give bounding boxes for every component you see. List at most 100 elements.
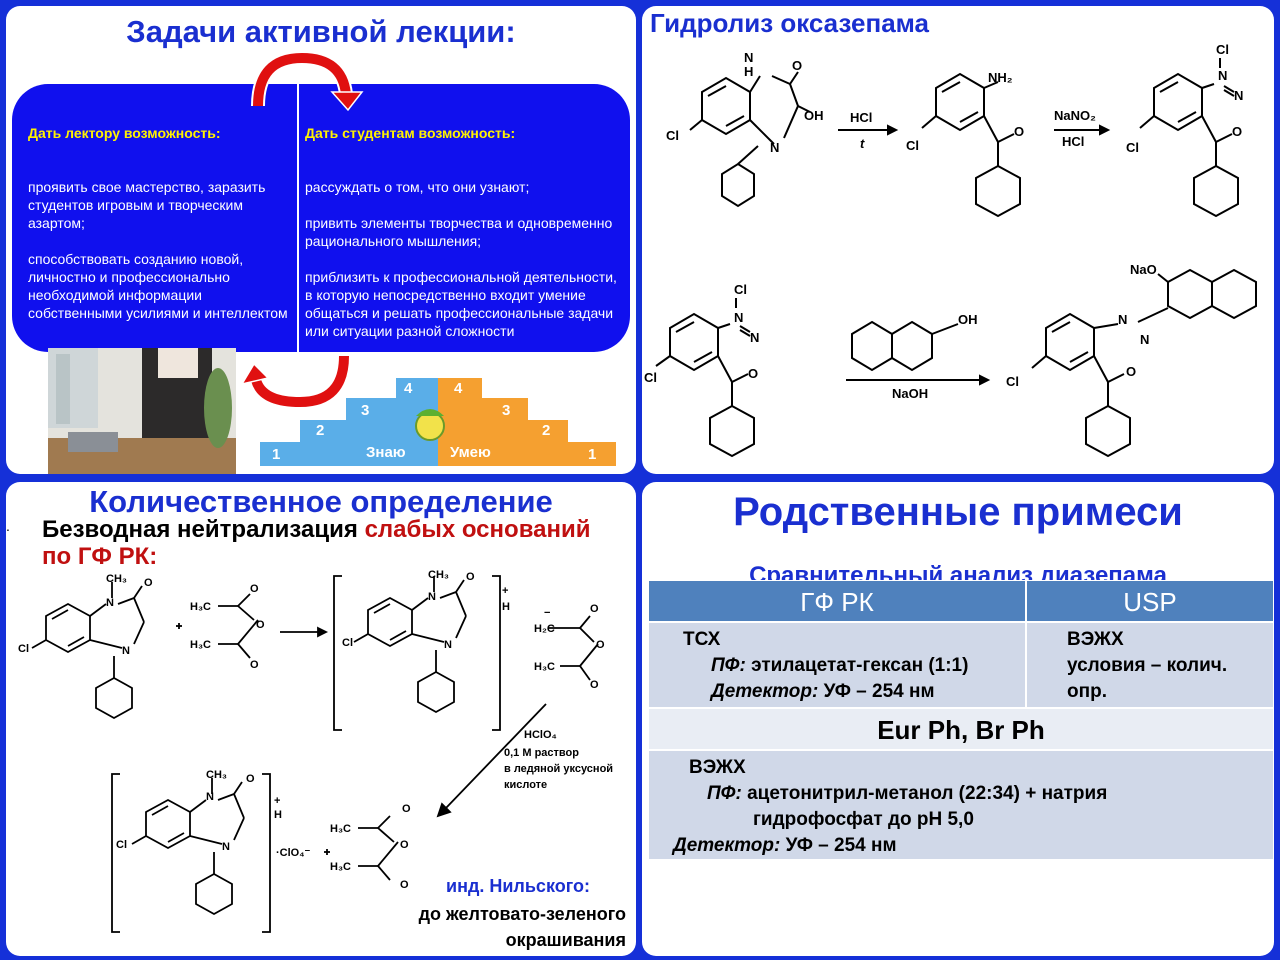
eur-pf-line: ПФ: ацетонитрил-метанол (22:34) + натрия [707, 783, 1107, 805]
col-usp-header: USP [1026, 580, 1274, 622]
plus-h-2: + [274, 795, 280, 807]
h-1: H [502, 601, 510, 613]
oxazepam-o: O [792, 58, 802, 73]
diazo2-n2: N [750, 330, 759, 345]
gf-pf-line: ПФ: этилацетат-гексан (1:1) [711, 655, 968, 677]
diazo-n2: N [1234, 88, 1243, 103]
reagent-line4: кислоте [504, 779, 547, 791]
o-2: O [250, 583, 259, 595]
oxazepam-n-label: N [744, 50, 753, 65]
gf-det-value: УФ – 254 нм [823, 681, 935, 702]
stairs-know-label: Знаю [366, 444, 406, 461]
bullet-dot: . [6, 518, 10, 534]
oxazepam-cl: Cl [666, 128, 679, 143]
nao-label: NaO [1130, 262, 1157, 277]
subtitle-red: слабых оснований по ГФ РК: [42, 516, 591, 570]
azo-n2: N [1140, 332, 1149, 347]
h-2: H [274, 809, 282, 821]
quantitative-title: Количественное определение [89, 484, 553, 519]
panel-active-lecture: Задачи активной лекции: Дать лектору воз… [6, 6, 636, 474]
indicator-label: инд. Нильского: [446, 876, 590, 896]
students-heading: Дать студентам возможность: [305, 125, 516, 141]
azo-n1: N [1118, 312, 1127, 327]
eur-cell: ВЭЖХ ПФ: ацетонитрил-метанол (22:34) + н… [648, 750, 1274, 860]
n-3: N [428, 591, 436, 603]
ch3-1: CH₃ [106, 573, 127, 585]
stair-left-2: 2 [316, 422, 325, 439]
gf-cell: ТСХ ПФ: этилацетат-гексан (1:1) Детектор… [648, 622, 1026, 708]
eur-header: Eur Ph, Br Ph [648, 708, 1274, 750]
reagent-line3: в ледяной уксусной [504, 763, 613, 775]
ketone-o-4: O [1126, 364, 1136, 379]
endpoint-label: до желтовато-зеленого окрашивания [418, 904, 626, 950]
o-3: O [256, 619, 265, 631]
o-4: O [250, 659, 259, 671]
tasks-box [12, 84, 630, 352]
eur-det-value: УФ – 254 нм [785, 835, 897, 856]
col-gf-header: ГФ РК [648, 580, 1026, 622]
o-8: O [590, 679, 599, 691]
naphthol-oh: OH [958, 312, 978, 327]
stair-right-3: 3 [502, 402, 511, 419]
h3c-3: H₃C [534, 661, 555, 673]
students-text: рассуждать о том, что они узнают; привит… [305, 179, 617, 339]
o-7: O [596, 639, 605, 651]
eur-det-line: Детектор: УФ – 254 нм [673, 835, 897, 857]
hcl2-label: HCl [1062, 134, 1084, 149]
stairs-can-label: Умею [450, 444, 491, 461]
gf-pf-label: ПФ: [711, 655, 746, 676]
panel-oxazepam-hydrolysis: Гидролиз оксазепама [642, 6, 1274, 474]
o-1: O [144, 577, 153, 589]
stair-left-3: 3 [361, 402, 370, 419]
titration-subtitle: Безводная нейтрализация слабых оснований… [42, 516, 602, 570]
ketone-o-2: O [1232, 124, 1242, 139]
o-10: O [402, 803, 411, 815]
ketone-o-1: O [1014, 124, 1024, 139]
diazo2-cl: Cl [734, 282, 747, 297]
stair-left-4: 4 [404, 380, 413, 397]
hcl-label: HCl [850, 110, 872, 125]
reagent-line1: HClO₄ [524, 729, 557, 741]
usp-cell: ВЭЖХ условия – колич. опр. [1026, 622, 1274, 708]
cl-1: Cl [18, 643, 29, 655]
usp-line2: условия – колич. [1067, 655, 1228, 676]
plus-h-1: + [502, 585, 508, 597]
nano2-label: NaNO₂ [1054, 108, 1096, 123]
stair-right-1: 1 [588, 446, 597, 463]
subtitle-black: Безводная нейтрализация [42, 516, 358, 543]
h2c: H₂C [534, 623, 555, 635]
o-9: O [246, 773, 255, 785]
o-5: O [466, 571, 475, 583]
eur-pf-label: ПФ: [707, 783, 742, 804]
gf-method: ТСХ [683, 629, 721, 650]
nh2-label: NH₂ [988, 70, 1013, 85]
h3c-2: H₃C [190, 639, 211, 651]
minus-1: − [544, 607, 550, 619]
eur-det-label: Детектор: [673, 835, 781, 856]
n-6: N [222, 841, 230, 853]
o-6: O [590, 603, 599, 615]
n-4: N [444, 639, 452, 651]
oxazepam-n2: N [770, 140, 779, 155]
tasks-divider [297, 84, 299, 352]
lecturer-text: проявить свое мастерство, заразить студе… [28, 179, 288, 321]
cl-label-5: Cl [1006, 374, 1019, 389]
diazo2-n1: N [734, 310, 743, 325]
ketone-o-3: O [748, 366, 758, 381]
o-11: O [400, 839, 409, 851]
o-12: O [400, 879, 409, 891]
n-5: N [206, 791, 214, 803]
students-column: Дать студентам возможность: рассуждать о… [305, 106, 623, 340]
cl-label-3: Cl [1126, 140, 1139, 155]
active-lecture-title: Задачи активной лекции: [126, 14, 516, 49]
gf-pf-value: этилацетат-гексан (1:1) [751, 655, 969, 676]
know-can-stairs [260, 378, 616, 466]
t-label: t [860, 136, 865, 151]
oxazepam-oh: OH [804, 108, 824, 123]
cycle-arrows-icon [240, 50, 364, 410]
hydrolysis-title: Гидролиз оксазепама [650, 8, 930, 38]
gf-det-line: Детектор: УФ – 254 нм [711, 681, 935, 703]
titration-scheme: CH₃ N O Cl N H₃C O O H₃C O CH₃ N O Cl N … [18, 569, 613, 933]
usp-line3: опр. [1067, 681, 1107, 702]
cl-label-2: Cl [906, 138, 919, 153]
